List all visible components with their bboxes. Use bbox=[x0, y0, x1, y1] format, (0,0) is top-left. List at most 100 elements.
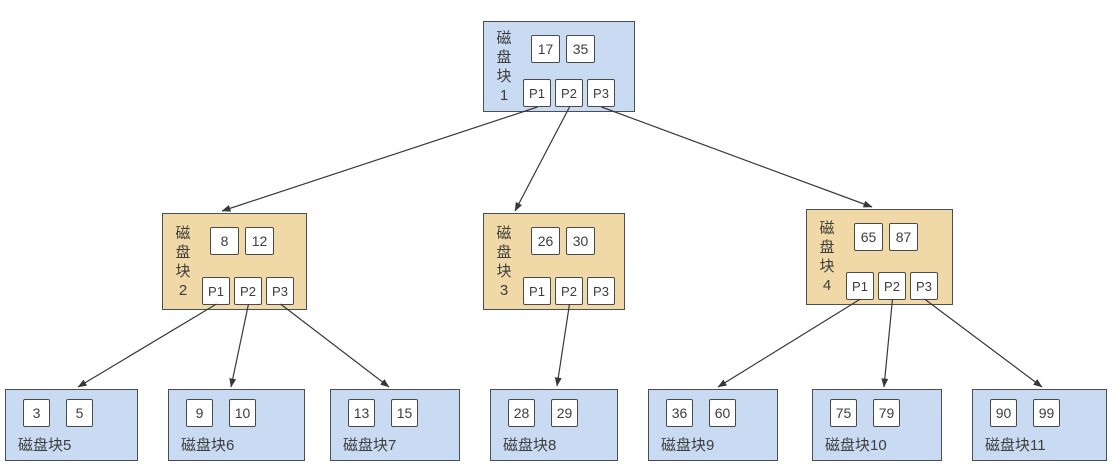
block-label: 磁盘块7 bbox=[343, 437, 397, 454]
pointer-cell-p3: P3 bbox=[266, 277, 294, 305]
key-cell: 65 bbox=[854, 223, 883, 251]
key-cell: 30 bbox=[566, 227, 595, 255]
keys-row: 13 15 bbox=[348, 399, 449, 427]
block-label-char: 盘 bbox=[496, 48, 512, 66]
arrow-block2-p1-to-block5 bbox=[77, 303, 217, 388]
disk-block-7: 13 15 磁盘块7 bbox=[330, 389, 460, 461]
key-cell: 12 bbox=[245, 227, 274, 255]
key-cell: 8 bbox=[210, 227, 239, 255]
key-cell: 60 bbox=[709, 399, 736, 427]
block-label-char: 块 bbox=[496, 67, 512, 85]
pointer-cell-p2: P2 bbox=[555, 79, 583, 107]
block-label-char: 3 bbox=[499, 281, 509, 299]
arrow-block1-p2-to-block3 bbox=[514, 106, 571, 212]
key-cell: 13 bbox=[348, 399, 375, 427]
key-cell: 15 bbox=[391, 399, 418, 427]
disk-block-8: 28 29 磁盘块8 bbox=[490, 389, 618, 461]
keys-row: 9 10 bbox=[186, 399, 294, 427]
disk-block-10: 75 79 磁盘块10 bbox=[812, 389, 942, 461]
key-cell: 99 bbox=[1033, 399, 1060, 427]
block-label-char: 磁 bbox=[496, 224, 512, 242]
pointer-cell-p2: P2 bbox=[555, 277, 583, 305]
key-cell: 10 bbox=[229, 399, 256, 427]
key-cell: 87 bbox=[889, 223, 918, 251]
key-cell: 26 bbox=[531, 227, 560, 255]
keys-row: 28 29 bbox=[508, 399, 607, 427]
block-label-char: 块 bbox=[175, 262, 191, 280]
arrow-block2-p3-to-block7 bbox=[280, 303, 390, 388]
block-label: 磁盘块9 bbox=[661, 437, 715, 454]
keys-row: 75 79 bbox=[830, 399, 931, 427]
block-label-char: 磁 bbox=[496, 29, 512, 47]
block-label: 磁盘块11 bbox=[985, 437, 1046, 454]
key-cell: 17 bbox=[531, 35, 560, 63]
key-cell: 3 bbox=[23, 399, 50, 427]
pointer-cell-p1: P1 bbox=[846, 272, 874, 300]
block-label-char: 4 bbox=[822, 277, 832, 294]
pointer-cell-p1: P1 bbox=[523, 277, 551, 305]
block-label-char: 块 bbox=[496, 262, 512, 280]
block-label-char: 磁 bbox=[175, 224, 191, 242]
arrow-block4-p1-to-block9 bbox=[717, 298, 861, 388]
block-label-char: 盘 bbox=[819, 239, 835, 256]
block-label-char: 1 bbox=[499, 86, 509, 104]
disk-block-6: 9 10 磁盘块6 bbox=[168, 389, 305, 461]
block-label: 磁盘块8 bbox=[503, 437, 557, 454]
key-cell: 90 bbox=[990, 399, 1017, 427]
block-label-char: 2 bbox=[178, 281, 188, 299]
pointer-cell-p2: P2 bbox=[234, 277, 262, 305]
keys-row: 90 99 bbox=[990, 399, 1096, 427]
block-label-char: 磁 bbox=[819, 220, 835, 237]
arrow-block1-p1-to-block2 bbox=[221, 106, 538, 212]
arrow-block2-p2-to-block6 bbox=[229, 303, 250, 388]
arrow-block4-p3-to-block11 bbox=[924, 298, 1043, 388]
arrow-block4-p2-to-block10 bbox=[881, 298, 894, 388]
block-label: 磁盘块6 bbox=[181, 437, 235, 454]
block-label-char: 盘 bbox=[496, 243, 512, 261]
pointer-cell-p2: P2 bbox=[878, 272, 906, 300]
block-label: 磁盘块 4 bbox=[817, 210, 837, 304]
arrow-block1-p3-to-block4 bbox=[601, 106, 873, 208]
key-cell: 9 bbox=[186, 399, 213, 427]
arrow-block3-p2-to-block8 bbox=[554, 303, 571, 387]
key-cell: 79 bbox=[873, 399, 900, 427]
pointer-cell-p3: P3 bbox=[587, 79, 615, 107]
pointer-cell-p1: P1 bbox=[523, 79, 551, 107]
pointer-cell-p3: P3 bbox=[587, 277, 615, 305]
key-cell: 29 bbox=[551, 399, 578, 427]
block-label: 磁盘块5 bbox=[18, 437, 72, 454]
key-cell: 5 bbox=[66, 399, 93, 427]
block-label: 磁盘块10 bbox=[825, 437, 887, 454]
key-cell: 36 bbox=[666, 399, 693, 427]
key-cell: 35 bbox=[566, 35, 595, 63]
pointer-cell-p1: P1 bbox=[202, 277, 230, 305]
block-label-char: 盘 bbox=[175, 243, 191, 261]
disk-block-11: 90 99 磁盘块11 bbox=[972, 389, 1107, 461]
key-cell: 28 bbox=[508, 399, 535, 427]
pointer-cell-p3: P3 bbox=[910, 272, 938, 300]
keys-row: 36 60 bbox=[666, 399, 767, 427]
disk-block-9: 36 60 磁盘块9 bbox=[648, 389, 778, 461]
key-cell: 75 bbox=[830, 399, 857, 427]
block-label-char: 块 bbox=[819, 258, 835, 275]
